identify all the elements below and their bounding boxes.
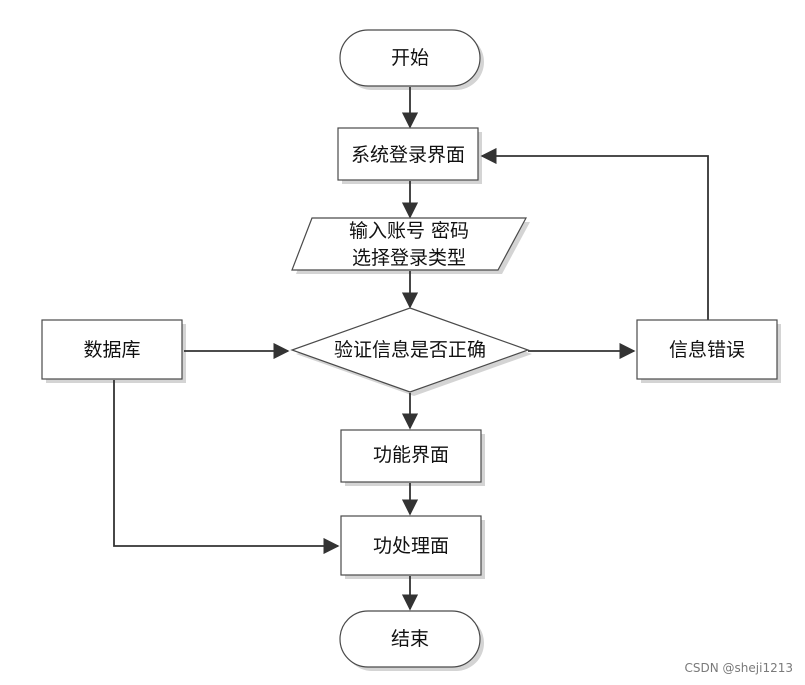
start-node xyxy=(339,29,481,87)
arrow-error-to-login xyxy=(480,147,709,321)
connectors xyxy=(113,87,709,611)
function-screen-node xyxy=(340,429,482,483)
function-screen-label: 功能界面 xyxy=(373,444,449,466)
database-node xyxy=(41,319,183,380)
end-node xyxy=(339,610,481,668)
input-node xyxy=(291,217,528,271)
input-label-line1: 输入账号 密码 xyxy=(349,220,469,242)
error-label: 信息错误 xyxy=(669,339,745,361)
verify-decision-node xyxy=(290,307,530,393)
arrow-database-to-process xyxy=(113,380,340,555)
verify-label: 验证信息是否正确 xyxy=(334,339,486,361)
watermark: CSDN @sheji1213 xyxy=(685,661,793,675)
login-screen-node xyxy=(337,127,479,181)
start-label: 开始 xyxy=(391,47,429,69)
process-node xyxy=(340,515,482,576)
process-label: 功处理面 xyxy=(373,535,449,557)
end-label: 结束 xyxy=(391,628,429,650)
error-node xyxy=(636,319,778,380)
database-label: 数据库 xyxy=(83,339,140,361)
login-screen-label: 系统登录界面 xyxy=(351,144,465,166)
input-label-line2: 选择登录类型 xyxy=(352,247,466,269)
